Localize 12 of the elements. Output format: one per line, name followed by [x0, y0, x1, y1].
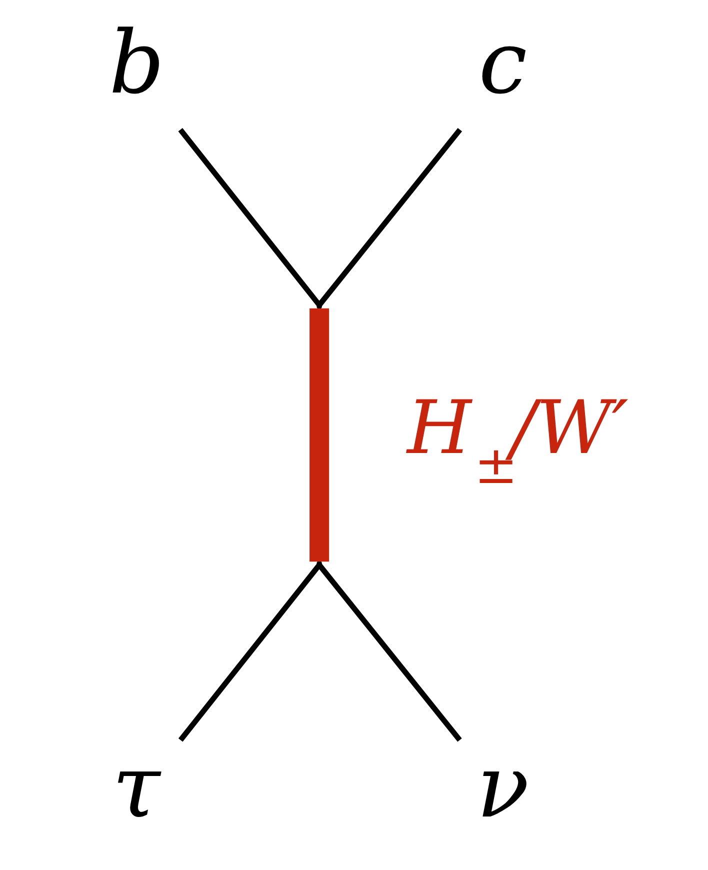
connector	[178, 128, 322, 306]
node-point	[316, 304, 322, 310]
edge-label: H$_{±}$/W′	[407, 386, 628, 496]
connector	[317, 563, 462, 742]
node-text: b	[109, 14, 165, 114]
connector	[178, 563, 322, 742]
connector	[310, 308, 330, 562]
node-text: ν	[476, 737, 530, 838]
node-point	[316, 560, 322, 566]
node-text: c	[478, 14, 528, 114]
node-text: τ	[112, 737, 160, 838]
connector	[317, 128, 462, 306]
